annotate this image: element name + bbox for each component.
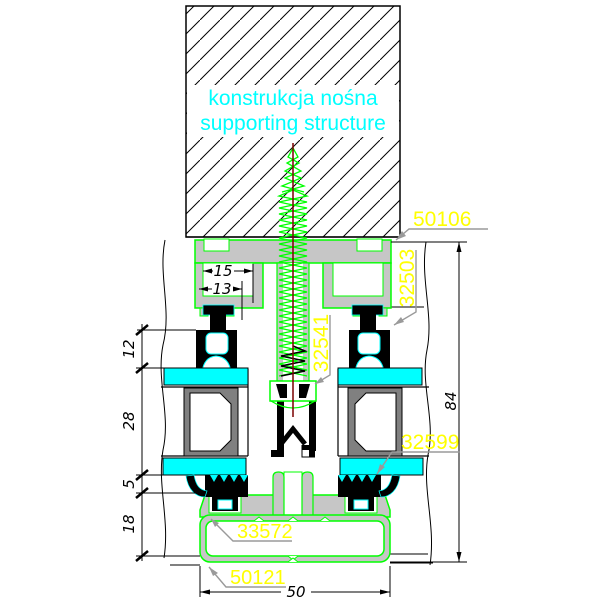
- callout-33572: 33572: [210, 518, 293, 543]
- glazing-gasket-bottom-left: [162, 457, 247, 476]
- base-center-slot: [283, 471, 303, 518]
- break-line-left: [160, 239, 167, 559]
- label-32503: 32503: [396, 249, 419, 307]
- callout-50106: 50106: [395, 208, 488, 241]
- gasket-base: [338, 475, 381, 497]
- leader-arrow: [315, 377, 324, 384]
- glazing-area: [161, 367, 429, 476]
- central-isolator: [271, 401, 316, 458]
- dim-text-28: 28: [120, 411, 138, 430]
- dim-chain-left: 12 28 5 18: [120, 324, 205, 562]
- dim-groove-15: 15: [203, 262, 254, 303]
- dim-text-84: 84: [442, 391, 460, 410]
- dim-text-15: 15: [213, 262, 232, 280]
- base-fin-right: [301, 471, 314, 518]
- upper-gasket-right: [349, 304, 390, 373]
- dim-width-50: 50: [199, 566, 391, 600]
- callout-50121: 50121: [208, 566, 286, 589]
- leader-arrow: [394, 317, 404, 325]
- isolator-chevron: [279, 424, 307, 446]
- label-band: [187, 85, 399, 137]
- arrow: [380, 589, 390, 595]
- part-label-callouts: 50106 32503 32541 32599 33572 50121: [208, 208, 488, 589]
- callout-32503: 32503: [393, 249, 419, 326]
- spacer-right-core: [354, 392, 397, 452]
- gasket-teeth: [210, 475, 248, 482]
- arrow: [233, 286, 242, 292]
- leader-arrow: [396, 231, 406, 240]
- cap-notch-right: [356, 238, 383, 252]
- base-box-notches: [253, 516, 331, 563]
- dim-ticks: [135, 324, 149, 562]
- gasket-hole: [205, 332, 229, 355]
- support-label-en: supporting structure: [200, 112, 386, 135]
- callout-32541: 32541: [310, 314, 333, 385]
- isolator-foot-right: [302, 445, 315, 457]
- dimensions: 15 13 12: [120, 241, 467, 600]
- gasket-hook: [185, 474, 208, 498]
- gasket-neck: [210, 312, 226, 332]
- arrow: [200, 589, 210, 595]
- leader: [210, 518, 292, 542]
- screw-thread-dark: [280, 345, 308, 377]
- base-fin-left: [272, 471, 285, 518]
- washer-detail: [299, 384, 310, 398]
- label-32599: 32599: [401, 431, 459, 454]
- gasket-neck: [360, 312, 376, 332]
- gasket-base: [205, 475, 248, 497]
- right-channel-groove: [332, 262, 384, 297]
- serrated-gasket-left: [185, 474, 248, 511]
- arrow: [203, 268, 212, 274]
- screw-tip: [280, 147, 305, 193]
- label-50106: 50106: [413, 208, 471, 231]
- label-50121: 50121: [230, 567, 286, 589]
- arrow: [456, 552, 462, 562]
- base-box-insert: [205, 520, 385, 557]
- dim-text-12: 12: [120, 339, 138, 358]
- leader-arrow: [377, 464, 385, 474]
- isolator-leg-right: [309, 401, 316, 451]
- fixing-screw: [269, 143, 317, 417]
- isolator-leg-left: [277, 401, 284, 451]
- break-lines: [137, 239, 433, 566]
- gasket-hole: [357, 332, 381, 355]
- glazing-gasket-top-right: [337, 367, 423, 386]
- serrated-gasket-right: [338, 474, 401, 511]
- dim-text-18: 18: [120, 514, 138, 533]
- gasket-foot-hole: [353, 499, 369, 510]
- isolator-foot-left: [271, 445, 284, 457]
- arrow: [199, 286, 208, 292]
- screw-tip: [281, 147, 306, 193]
- leader-arrow: [209, 567, 218, 576]
- washer-detail: [276, 384, 287, 398]
- gasket-hook: [378, 474, 401, 498]
- glazing-gasket-top-left: [163, 367, 249, 386]
- dim-groove-13: 13: [199, 280, 243, 320]
- dim-text-13: 13: [212, 280, 231, 298]
- left-channel-groove: [202, 262, 254, 297]
- spacer-left-core: [189, 392, 232, 452]
- dim-text-5: 5: [120, 479, 138, 489]
- arrow: [244, 268, 253, 274]
- arrow: [456, 242, 462, 252]
- break-line-right: [423, 241, 433, 566]
- label-33572: 33572: [237, 521, 293, 543]
- bottom-profile-assembly: [199, 471, 391, 563]
- label-32541: 32541: [310, 314, 333, 372]
- dim-text-50: 50: [286, 583, 305, 600]
- gasket-foot-hole: [217, 499, 233, 510]
- support-label-pl: konstrukcja nośna: [208, 87, 378, 110]
- cap-notch-left: [203, 238, 230, 252]
- gasket-teeth: [338, 475, 376, 482]
- callout-32599: 32599: [376, 431, 460, 475]
- dim-height-84: 84: [390, 241, 467, 563]
- leader-arrow: [211, 519, 219, 527]
